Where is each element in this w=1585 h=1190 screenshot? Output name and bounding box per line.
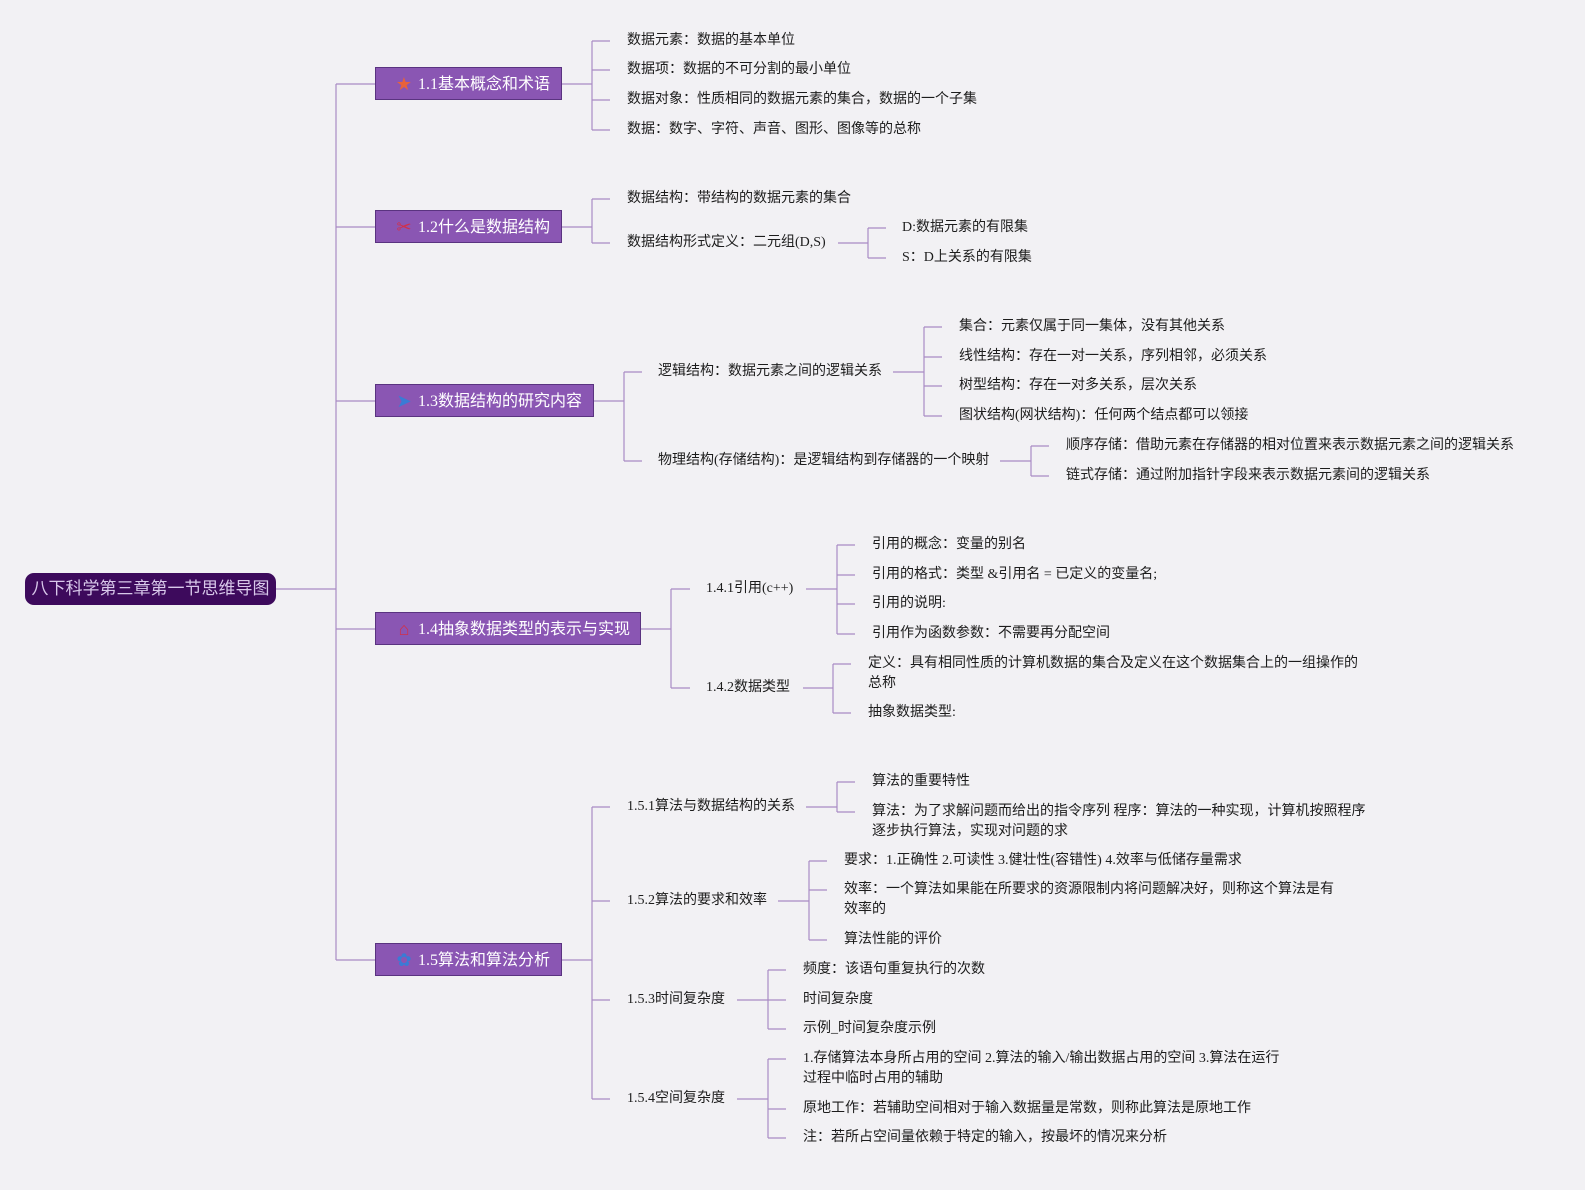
leaf-1-3-6[interactable]: 链式存储：通过附加指针字段来表示数据元素间的逻辑关系 <box>1066 468 1430 483</box>
leaf-1-5-5[interactable]: 算法性能的评价 <box>844 932 942 947</box>
sub-1-5-4[interactable]: 1.5.4空间复杂度 <box>627 1091 725 1106</box>
leaf-1-5-1[interactable]: 算法的重要特性 <box>872 774 970 789</box>
leaf-1-3-5[interactable]: 顺序存储：借助元素在存储器的相对位置来表示数据元素之间的逻辑关系 <box>1066 438 1514 453</box>
leaf-1-3-4[interactable]: 图状结构(网状结构)：任何两个结点都可以领接 <box>959 408 1249 423</box>
leaf-1-1-2[interactable]: 数据项：数据的不可分割的最小单位 <box>627 62 851 77</box>
leaf-1-5-6[interactable]: 频度：该语句重复执行的次数 <box>803 962 985 977</box>
leaf-1-4-2[interactable]: 引用的格式：类型 &引用名 = 已定义的变量名; <box>872 567 1158 582</box>
home-icon: ⌂ <box>398 619 410 639</box>
send-icon: ➤ <box>396 391 412 411</box>
sub-1-3-physical[interactable]: 物理结构(存储结构)：是逻辑结构到存储器的一个映射 <box>658 453 990 468</box>
topic-label: 1.1基本概念和术语 <box>418 76 551 93</box>
leaf-1-5-9[interactable]: 1.存储算法本身所占用的空间 2.算法的输入/输出数据占用的空间 3.算法在运行… <box>803 1051 1280 1086</box>
sub-1-4-2[interactable]: 1.4.2数据类型 <box>706 680 790 695</box>
leaf-1-5-11[interactable]: 注：若所占空间量依赖于特定的输入，按最坏的情况来分析 <box>803 1130 1167 1145</box>
topic-label: 1.2什么是数据结构 <box>418 219 551 236</box>
leaf-1-1-4[interactable]: 数据：数字、字符、声音、图形、图像等的总称 <box>627 122 921 137</box>
topic-1-2[interactable]: ✂ 1.2什么是数据结构 <box>375 210 562 243</box>
sub-1-5-2[interactable]: 1.5.2算法的要求和效率 <box>627 893 767 908</box>
root-node[interactable]: 八下科学第三章第一节思维导图 <box>25 573 276 605</box>
topic-label: 1.4抽象数据类型的表示与实现 <box>418 621 631 638</box>
sub-1-5-3[interactable]: 1.5.3时间复杂度 <box>627 992 725 1007</box>
leaf-1-2-1[interactable]: 数据结构：带结构的数据元素的集合 <box>627 191 851 206</box>
leaf-1-4-3[interactable]: 引用的说明: <box>872 596 946 611</box>
leaf-1-3-2[interactable]: 线性结构：存在一对一关系，序列相邻，必须关系 <box>959 349 1267 364</box>
topic-1-5[interactable]: ✿ 1.5算法和算法分析 <box>375 943 562 976</box>
leaf-1-5-10[interactable]: 原地工作：若辅助空间相对于输入数据量是常数，则称此算法是原地工作 <box>803 1101 1251 1116</box>
topic-label: 1.5算法和算法分析 <box>418 952 551 969</box>
sub-1-4-1[interactable]: 1.4.1引用(c++) <box>706 581 794 596</box>
sub-1-2-formal[interactable]: 数据结构形式定义：二元组(D,S) <box>627 235 826 250</box>
leaf-1-5-4[interactable]: 效率：一个算法如果能在所要求的资源限制内将问题解决好，则称这个算法是有效率的 <box>844 882 1334 917</box>
leaf-1-4-5[interactable]: 定义：具有相同性质的计算机数据的集合及定义在这个数据集合上的一组操作的总称 <box>868 656 1358 691</box>
leaf-1-5-7[interactable]: 时间复杂度 <box>803 992 873 1007</box>
tools-icon: ✂ <box>396 217 412 237</box>
leaf-1-4-6[interactable]: 抽象数据类型: <box>868 705 956 720</box>
star-icon: ★ <box>395 74 413 94</box>
leaf-1-5-3[interactable]: 要求：1.正确性 2.可读性 3.健壮性(容错性) 4.效率与低储存量需求 <box>844 853 1242 868</box>
leaf-1-5-2[interactable]: 算法：为了求解问题而给出的指令序列 程序：算法的一种实现，计算机按照程序逐步执行… <box>872 804 1366 839</box>
leaf-1-1-3[interactable]: 数据对象：性质相同的数据元素的集合，数据的一个子集 <box>627 92 977 107</box>
sub-1-3-logical[interactable]: 逻辑结构：数据元素之间的逻辑关系 <box>658 364 882 379</box>
topic-1-3[interactable]: ➤ 1.3数据结构的研究内容 <box>375 384 594 417</box>
leaf-1-1-1[interactable]: 数据元素：数据的基本单位 <box>627 33 795 48</box>
leaf-1-3-3[interactable]: 树型结构：存在一对多关系，层次关系 <box>959 378 1197 393</box>
topic-label: 1.3数据结构的研究内容 <box>418 393 583 410</box>
topic-1-1[interactable]: ★ 1.1基本概念和术语 <box>375 67 562 100</box>
flower-icon: ✿ <box>396 950 412 970</box>
leaf-1-2-s[interactable]: S：D上关系的有限集 <box>902 250 1032 265</box>
leaf-1-5-8[interactable]: 示例_时间复杂度示例 <box>803 1021 936 1036</box>
leaf-1-4-1[interactable]: 引用的概念：变量的别名 <box>872 537 1026 552</box>
leaf-1-4-4[interactable]: 引用作为函数参数：不需要再分配空间 <box>872 626 1110 641</box>
sub-1-5-1[interactable]: 1.5.1算法与数据结构的关系 <box>627 799 795 814</box>
topic-1-4[interactable]: ⌂ 1.4抽象数据类型的表示与实现 <box>375 612 641 645</box>
leaf-1-3-1[interactable]: 集合：元素仅属于同一集体，没有其他关系 <box>959 319 1225 334</box>
leaf-1-2-d[interactable]: D:数据元素的有限集 <box>902 220 1028 235</box>
